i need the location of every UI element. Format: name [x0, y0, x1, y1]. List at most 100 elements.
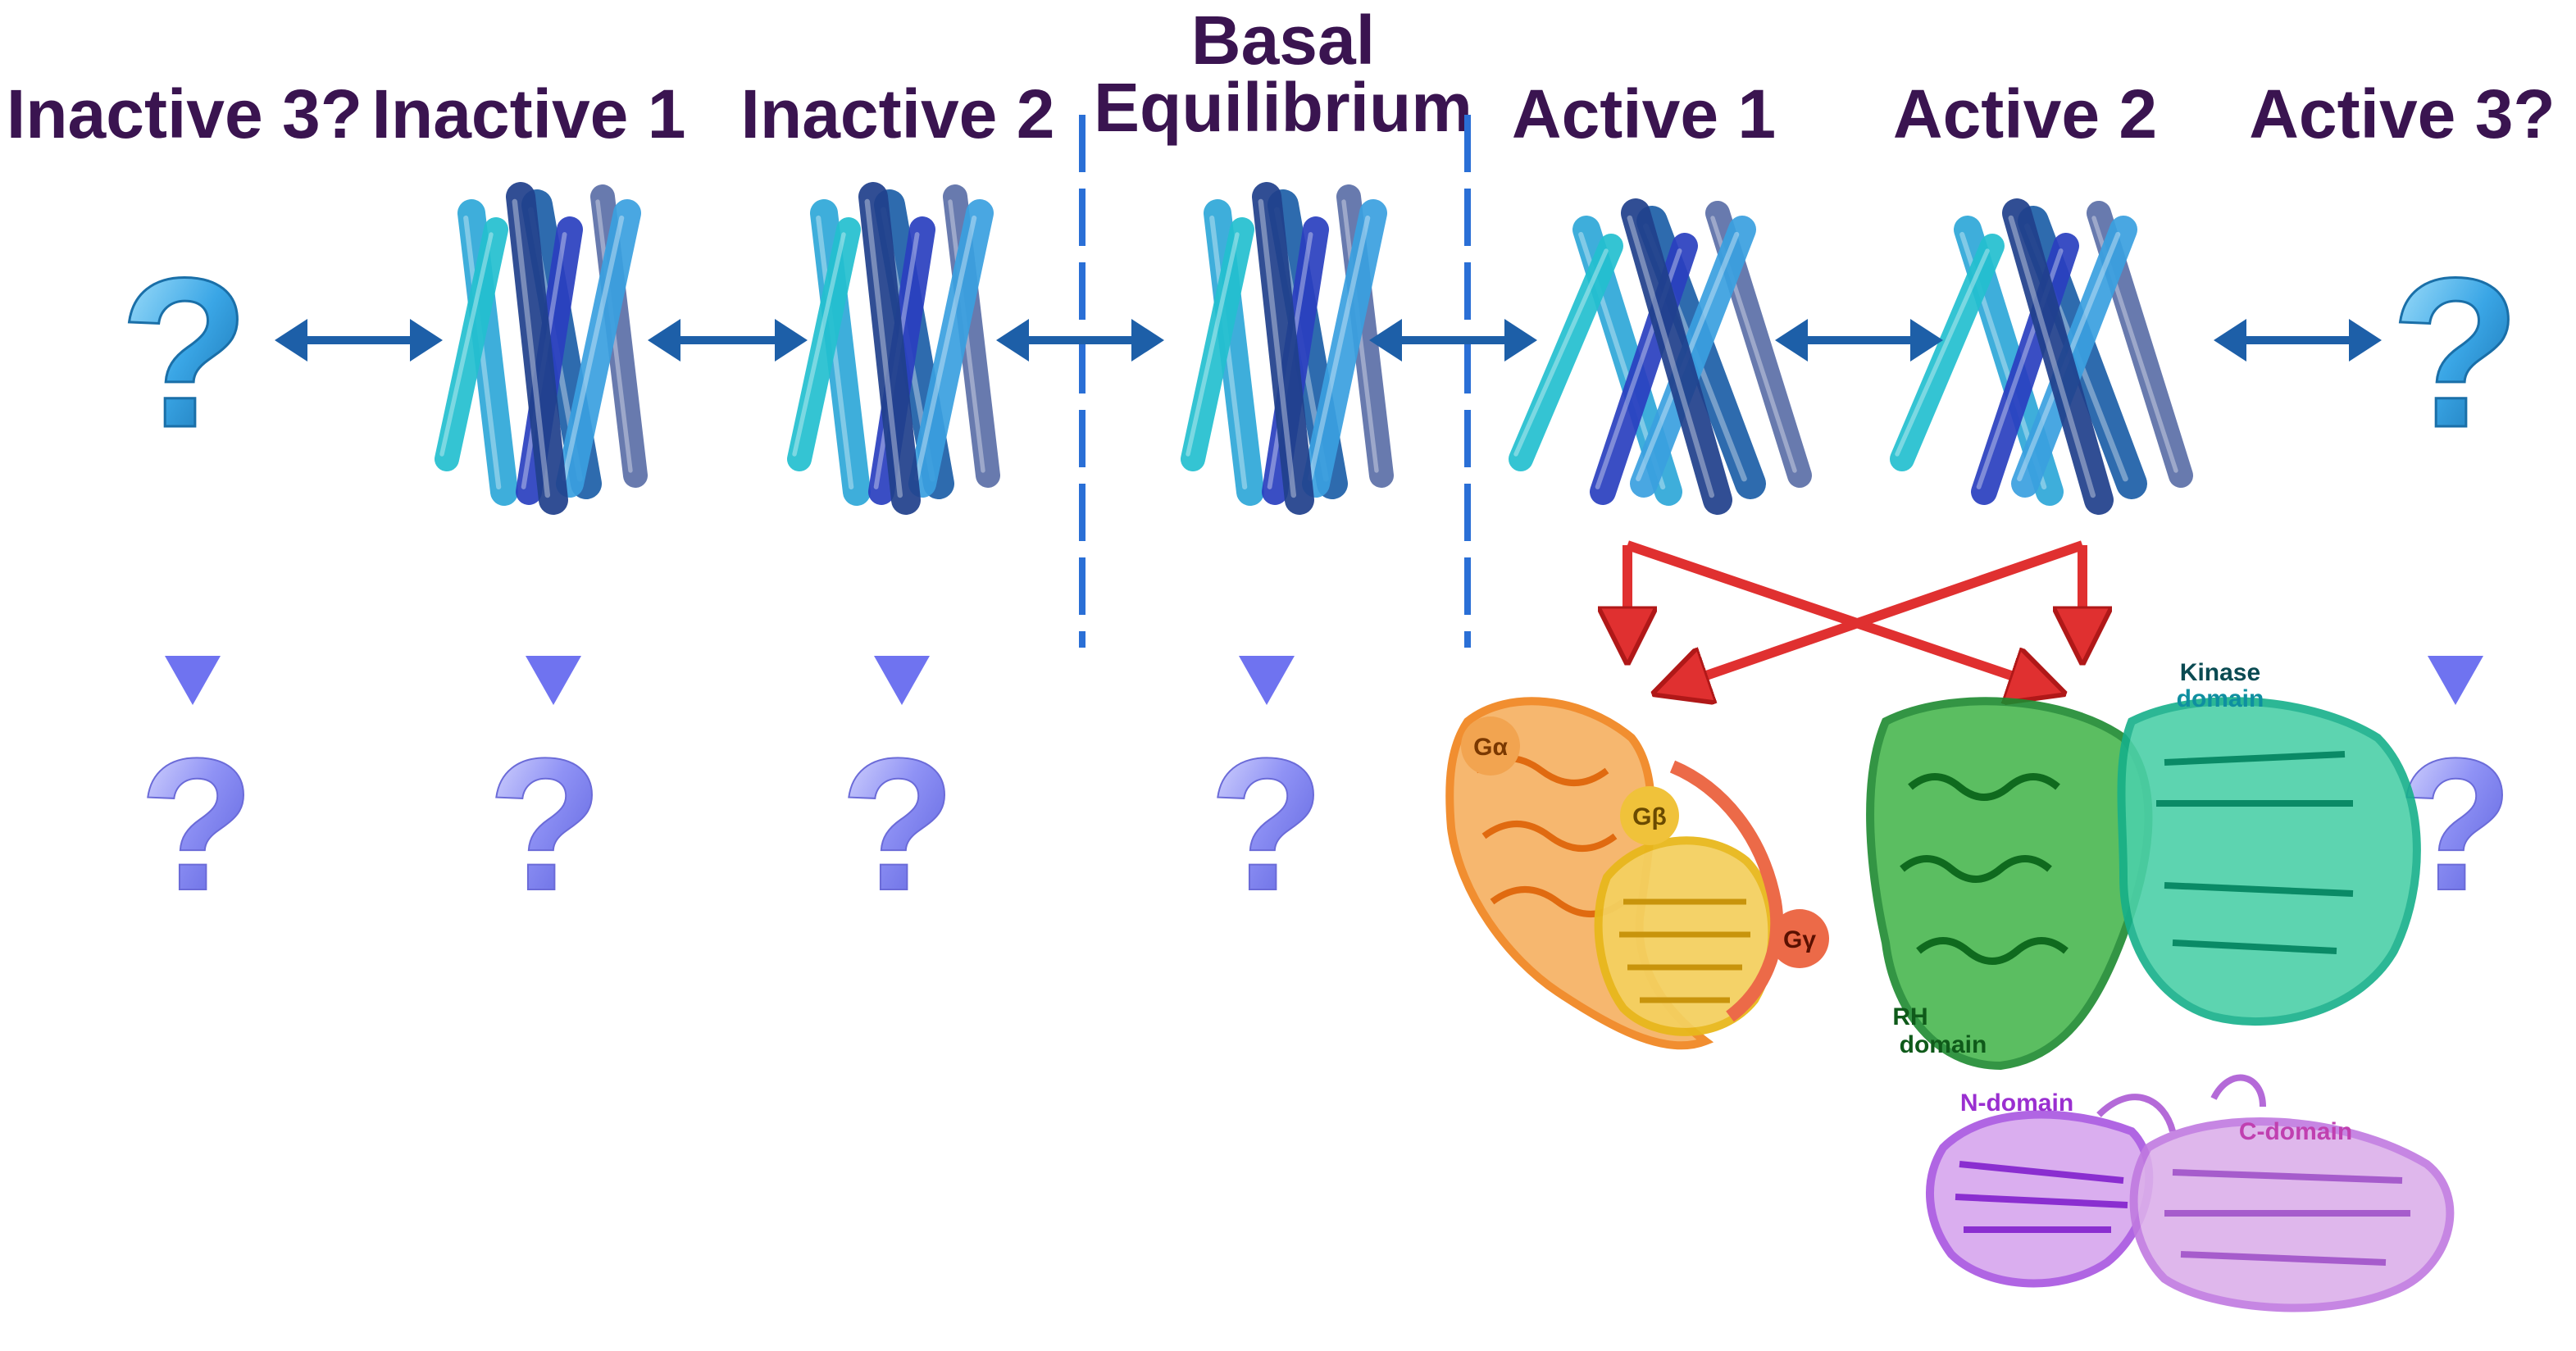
kinase-domain-sheets: [2156, 751, 2354, 954]
helix-highlight-2: [439, 232, 494, 457]
kinase-domain: [2117, 697, 2421, 1026]
helix-2: [1509, 234, 1623, 471]
exchange-arrow-head-right: [2349, 319, 2382, 362]
exchange-arrow-head-right: [1910, 319, 1943, 362]
arrestin-loop: [2096, 1074, 2266, 1133]
helix-highlight-7: [512, 198, 551, 498]
label-inactive1: Inactive 1: [372, 75, 686, 152]
helix-7: [506, 182, 568, 515]
g-alpha-label: Gα: [1473, 734, 1508, 761]
helix-6: [556, 199, 641, 498]
arrestin-structure: N-domain C-domain: [1926, 1074, 2455, 1312]
helix-highlight-2: [1513, 248, 1609, 457]
exchange-arrow-head-right: [410, 319, 443, 362]
helix-7: [1252, 182, 1314, 515]
down-arrow-3: [874, 541, 930, 705]
kinase-label-line1: Kinase: [2180, 659, 2260, 686]
exchange-arrow-1: [275, 319, 443, 362]
helix-2: [787, 217, 861, 471]
kinase-label-line2: domain: [2177, 685, 2264, 712]
receptor-bundle-inactive2: [787, 182, 1000, 515]
helix-highlight-7: [864, 198, 903, 498]
helix-highlight-7: [1258, 198, 1297, 498]
receptor-bundle-basal: [1181, 182, 1394, 515]
exchange-arrow-head-left: [1775, 319, 1808, 362]
helix-highlight-2: [1895, 248, 1990, 457]
rh-domain-helices: [1900, 773, 2069, 965]
helix-highlight-6: [1308, 215, 1371, 482]
down-arrow-2: [526, 541, 581, 705]
receptor-bundle-active2: [1890, 198, 2193, 515]
receptor-bundle-inactive1: [435, 182, 648, 515]
arrestin-c-sheets: [2164, 1169, 2410, 1266]
g-alpha-badge: [1461, 716, 1520, 776]
helix-highlight-6: [914, 215, 977, 482]
helix-2: [1181, 217, 1254, 471]
question-icon-inactive3: ?: [120, 234, 250, 472]
exchange-arrow-head-left: [648, 319, 680, 362]
exchange-arrow-head-right: [775, 319, 808, 362]
arrestin-n-sheets: [1955, 1161, 2128, 1233]
helix-highlight-2: [792, 232, 846, 457]
coupling-arrows: [1626, 540, 2084, 689]
exchange-arrow-head-left: [275, 319, 307, 362]
helix-highlight-6: [562, 215, 625, 482]
helix-highlight-1: [816, 215, 854, 490]
helix-highlight-2: [1186, 232, 1240, 457]
down-arrow-head: [2428, 656, 2483, 705]
exchange-arrow-head-left: [1369, 319, 1402, 362]
exchange-arrow-4: [1369, 319, 1537, 362]
helix-1: [457, 199, 518, 506]
exchange-arrow-head-right: [1131, 319, 1164, 362]
down-arrow-head: [1239, 656, 1295, 705]
label-active3: Active 3?: [2249, 75, 2556, 152]
down-arrow-1: [165, 541, 221, 705]
label-active2: Active 2: [1893, 75, 2157, 152]
question-icon-partner-inactive2: ?: [840, 719, 956, 930]
exchange-arrow-6: [2214, 319, 2382, 362]
label-active1: Active 1: [1512, 75, 1776, 152]
g-beta-ribbon: [1619, 898, 1750, 1003]
helix-7: [858, 182, 921, 515]
grk-structure: Kinase domain RH domain: [1866, 659, 2421, 1071]
receptor-bundle-active1: [1509, 198, 1812, 515]
helix-2: [1890, 234, 2005, 471]
down-arrow-head: [874, 656, 930, 705]
coupling-arrow-active2-to-gprotein: [1668, 540, 2084, 689]
down-arrow-head: [526, 656, 581, 705]
helix-7: [1621, 198, 1732, 515]
helix-2: [435, 217, 508, 471]
question-icon-partner-inactive1: ?: [488, 719, 603, 930]
label-basal-line2: Equilibrium: [1094, 69, 1472, 146]
g-gamma-subunit: [1669, 760, 1784, 1022]
helix-6: [908, 199, 994, 498]
rh-label-line2: domain: [1900, 1031, 1987, 1058]
helix-highlight-7: [2008, 215, 2096, 498]
rh-label-line1: RH: [1892, 1003, 1927, 1030]
exchange-arrow-head-right: [1504, 319, 1537, 362]
question-icon-active3: ?: [2391, 234, 2521, 472]
helix-1: [810, 199, 871, 506]
c-domain-label: C-domain: [2239, 1118, 2352, 1145]
helix-highlight-1: [463, 215, 502, 490]
label-inactive3: Inactive 3?: [7, 75, 362, 152]
g-protein-structure: Gα Gβ Gγ: [1445, 697, 1829, 1050]
g-gamma-label: Gγ: [1783, 926, 1816, 953]
coupling-arrow-active1-to-grk: [1626, 540, 2050, 689]
label-basal-line1: Basal: [1191, 2, 1375, 79]
helix-6: [1630, 216, 1756, 498]
exchange-arrow-head-left: [2214, 319, 2246, 362]
exchange-arrow-3: [996, 319, 1164, 362]
g-gamma-badge: [1770, 909, 1829, 968]
down-arrow-head: [165, 656, 221, 705]
g-beta-label: Gβ: [1632, 803, 1667, 830]
helix-1: [1204, 199, 1264, 506]
question-icon-partner-basal: ?: [1209, 719, 1325, 930]
down-arrow-5: [2428, 541, 2483, 705]
rh-domain: [1866, 697, 2153, 1071]
question-icon-partner-inactive3: ?: [139, 719, 255, 930]
helix-highlight-1: [1209, 215, 1248, 490]
n-domain-label: N-domain: [1960, 1089, 2073, 1117]
exchange-arrow-head-left: [996, 319, 1029, 362]
